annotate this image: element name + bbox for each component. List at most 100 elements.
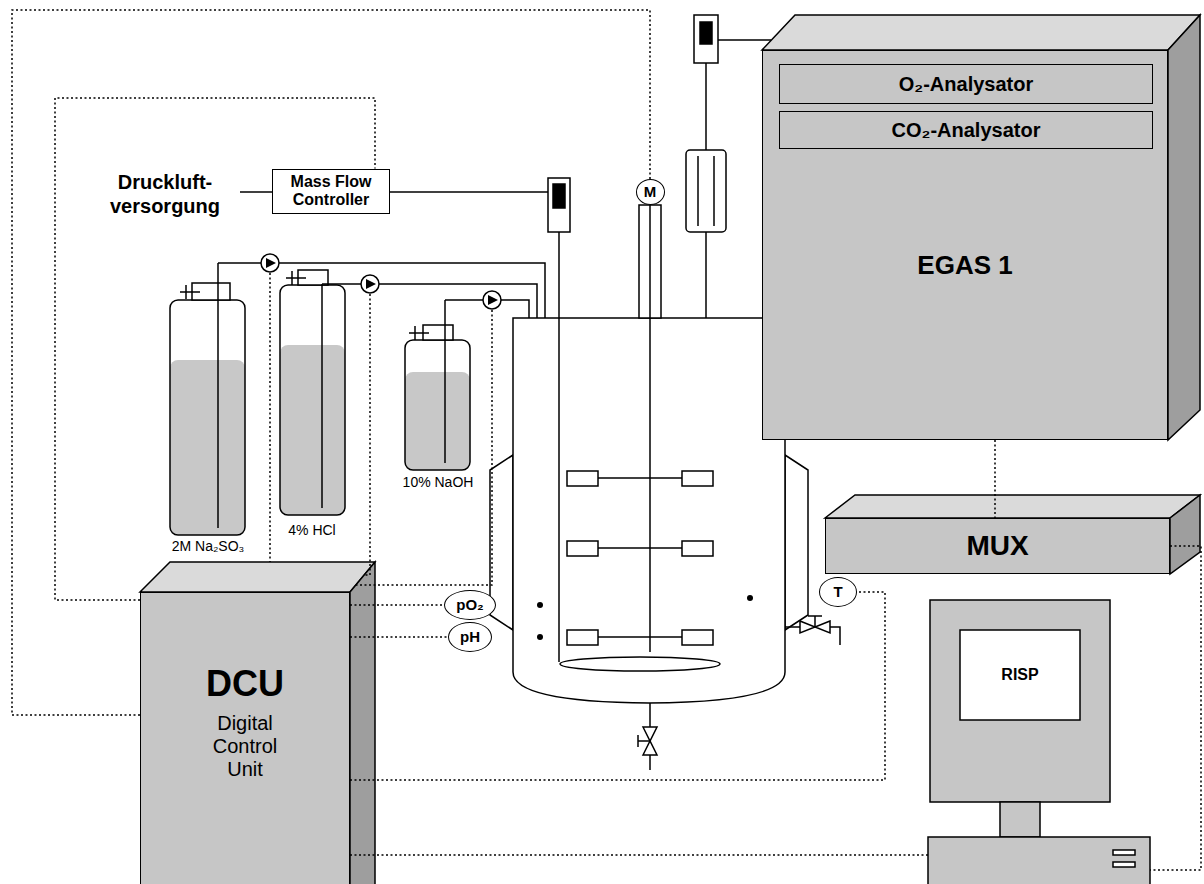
computer	[930, 600, 1110, 802]
feed-lines	[445, 299, 483, 301]
sensor-tips	[747, 595, 753, 601]
gas-inlet	[548, 178, 570, 232]
bioreactor-vessel	[513, 318, 785, 703]
computer	[928, 600, 1150, 884]
node-title: EGAS 1	[917, 251, 1012, 281]
valves	[638, 740, 650, 742]
sensor-symbol: pH	[448, 622, 492, 652]
exhaust-line	[694, 15, 718, 63]
feed-lines	[501, 300, 529, 318]
analyzer-cabinet: EGAS 1 O₂-AnalysatorCO₂-Analysator	[762, 50, 1168, 440]
pumps	[261, 254, 279, 272]
pumps	[266, 258, 276, 268]
feed-bottles	[280, 345, 345, 515]
valves	[785, 626, 800, 628]
feed-bottles	[180, 291, 200, 293]
exhaust-line	[686, 150, 726, 232]
valves	[643, 727, 657, 741]
feed-bottles	[409, 332, 429, 334]
cabinet-faces	[140, 562, 375, 592]
pump-control-wires	[364, 294, 370, 575]
exhaust-line	[697, 156, 699, 226]
computer	[1113, 850, 1135, 855]
feed-lines	[218, 262, 261, 264]
computer	[960, 630, 1080, 720]
cabinet-faces	[1170, 495, 1200, 574]
node-title: M	[644, 183, 657, 200]
exhaust-line	[700, 22, 712, 44]
bioreactor-vessel	[490, 318, 808, 703]
pumps	[361, 275, 379, 293]
sensor-tips	[537, 634, 543, 640]
valves	[637, 735, 639, 747]
feed-bottles	[405, 340, 470, 470]
computer-screen: RISP	[928, 598, 1150, 884]
gas-inlet	[560, 657, 720, 671]
node-subtitle: Digital Control Unit	[195, 712, 295, 781]
control-unit: DCUDigital Control Unit	[140, 592, 350, 884]
exhaust-line	[718, 39, 771, 41]
cabinet-faces	[350, 562, 375, 884]
cabinet-faces	[825, 495, 1200, 518]
pump-control-wires	[270, 273, 492, 585]
stirrer	[682, 630, 713, 645]
feed-lines	[379, 284, 537, 318]
feed-bottles	[291, 271, 293, 285]
annotation-label: 2M Na₂SO₃	[148, 538, 268, 555]
stirrer	[567, 471, 598, 486]
feed-lines	[279, 263, 545, 318]
gas-inlet	[390, 191, 548, 193]
annotation-label: 10% NaOH	[383, 474, 493, 491]
valves	[830, 627, 840, 645]
stirrer	[598, 547, 682, 549]
sensor-symbol: T	[819, 577, 857, 607]
signal-wire	[350, 604, 444, 606]
feed-bottles	[280, 285, 345, 515]
feed-bottles	[185, 285, 187, 299]
valves	[643, 741, 657, 755]
annotation-label: Druckluft- versorgung	[95, 170, 235, 218]
valves	[814, 616, 816, 627]
gas-inlet	[240, 191, 272, 193]
stirrer	[567, 205, 713, 652]
node-title: O₂-Analysator	[899, 73, 1033, 96]
valves	[649, 755, 651, 770]
valves	[649, 703, 651, 727]
feed-bottles	[217, 263, 219, 528]
valves	[815, 621, 830, 633]
cabinet-faces	[1168, 15, 1200, 440]
exhaust-line	[713, 156, 715, 226]
feed-bottles	[170, 300, 245, 535]
signal-wire	[350, 636, 448, 638]
annotation-label: 4% HCl	[257, 522, 367, 539]
stirrer	[598, 477, 682, 479]
feed-bottles	[321, 284, 323, 508]
exhaust-line	[686, 15, 771, 318]
computer	[928, 837, 1150, 884]
controller-box: Mass Flow Controller	[272, 169, 390, 214]
node-title: CO₂-Analysator	[892, 119, 1041, 142]
pumps	[366, 279, 376, 289]
signal-wire	[350, 592, 885, 780]
multiplexer-box: MUX	[825, 518, 1170, 574]
signal-wire	[350, 854, 928, 856]
valves	[638, 616, 840, 770]
node-title: T	[833, 583, 842, 600]
cabinet-faces	[762, 15, 1200, 50]
sensor-tips	[537, 595, 753, 640]
signal-wire	[1150, 546, 1201, 870]
node-title: pH	[460, 628, 480, 645]
motor-symbol: M	[636, 179, 665, 205]
node-title: Mass Flow Controller	[281, 173, 381, 210]
analyzer-box: O₂-Analysator	[779, 64, 1153, 104]
feed-lines	[322, 283, 361, 285]
sensor-tips	[537, 602, 543, 608]
stirrer	[682, 471, 713, 486]
analyzer-box: CO₂-Analysator	[779, 111, 1153, 149]
node-title: MUX	[966, 530, 1028, 562]
pumps	[261, 254, 501, 309]
sensor-symbol: pO₂	[444, 590, 496, 620]
computer	[1113, 862, 1135, 867]
